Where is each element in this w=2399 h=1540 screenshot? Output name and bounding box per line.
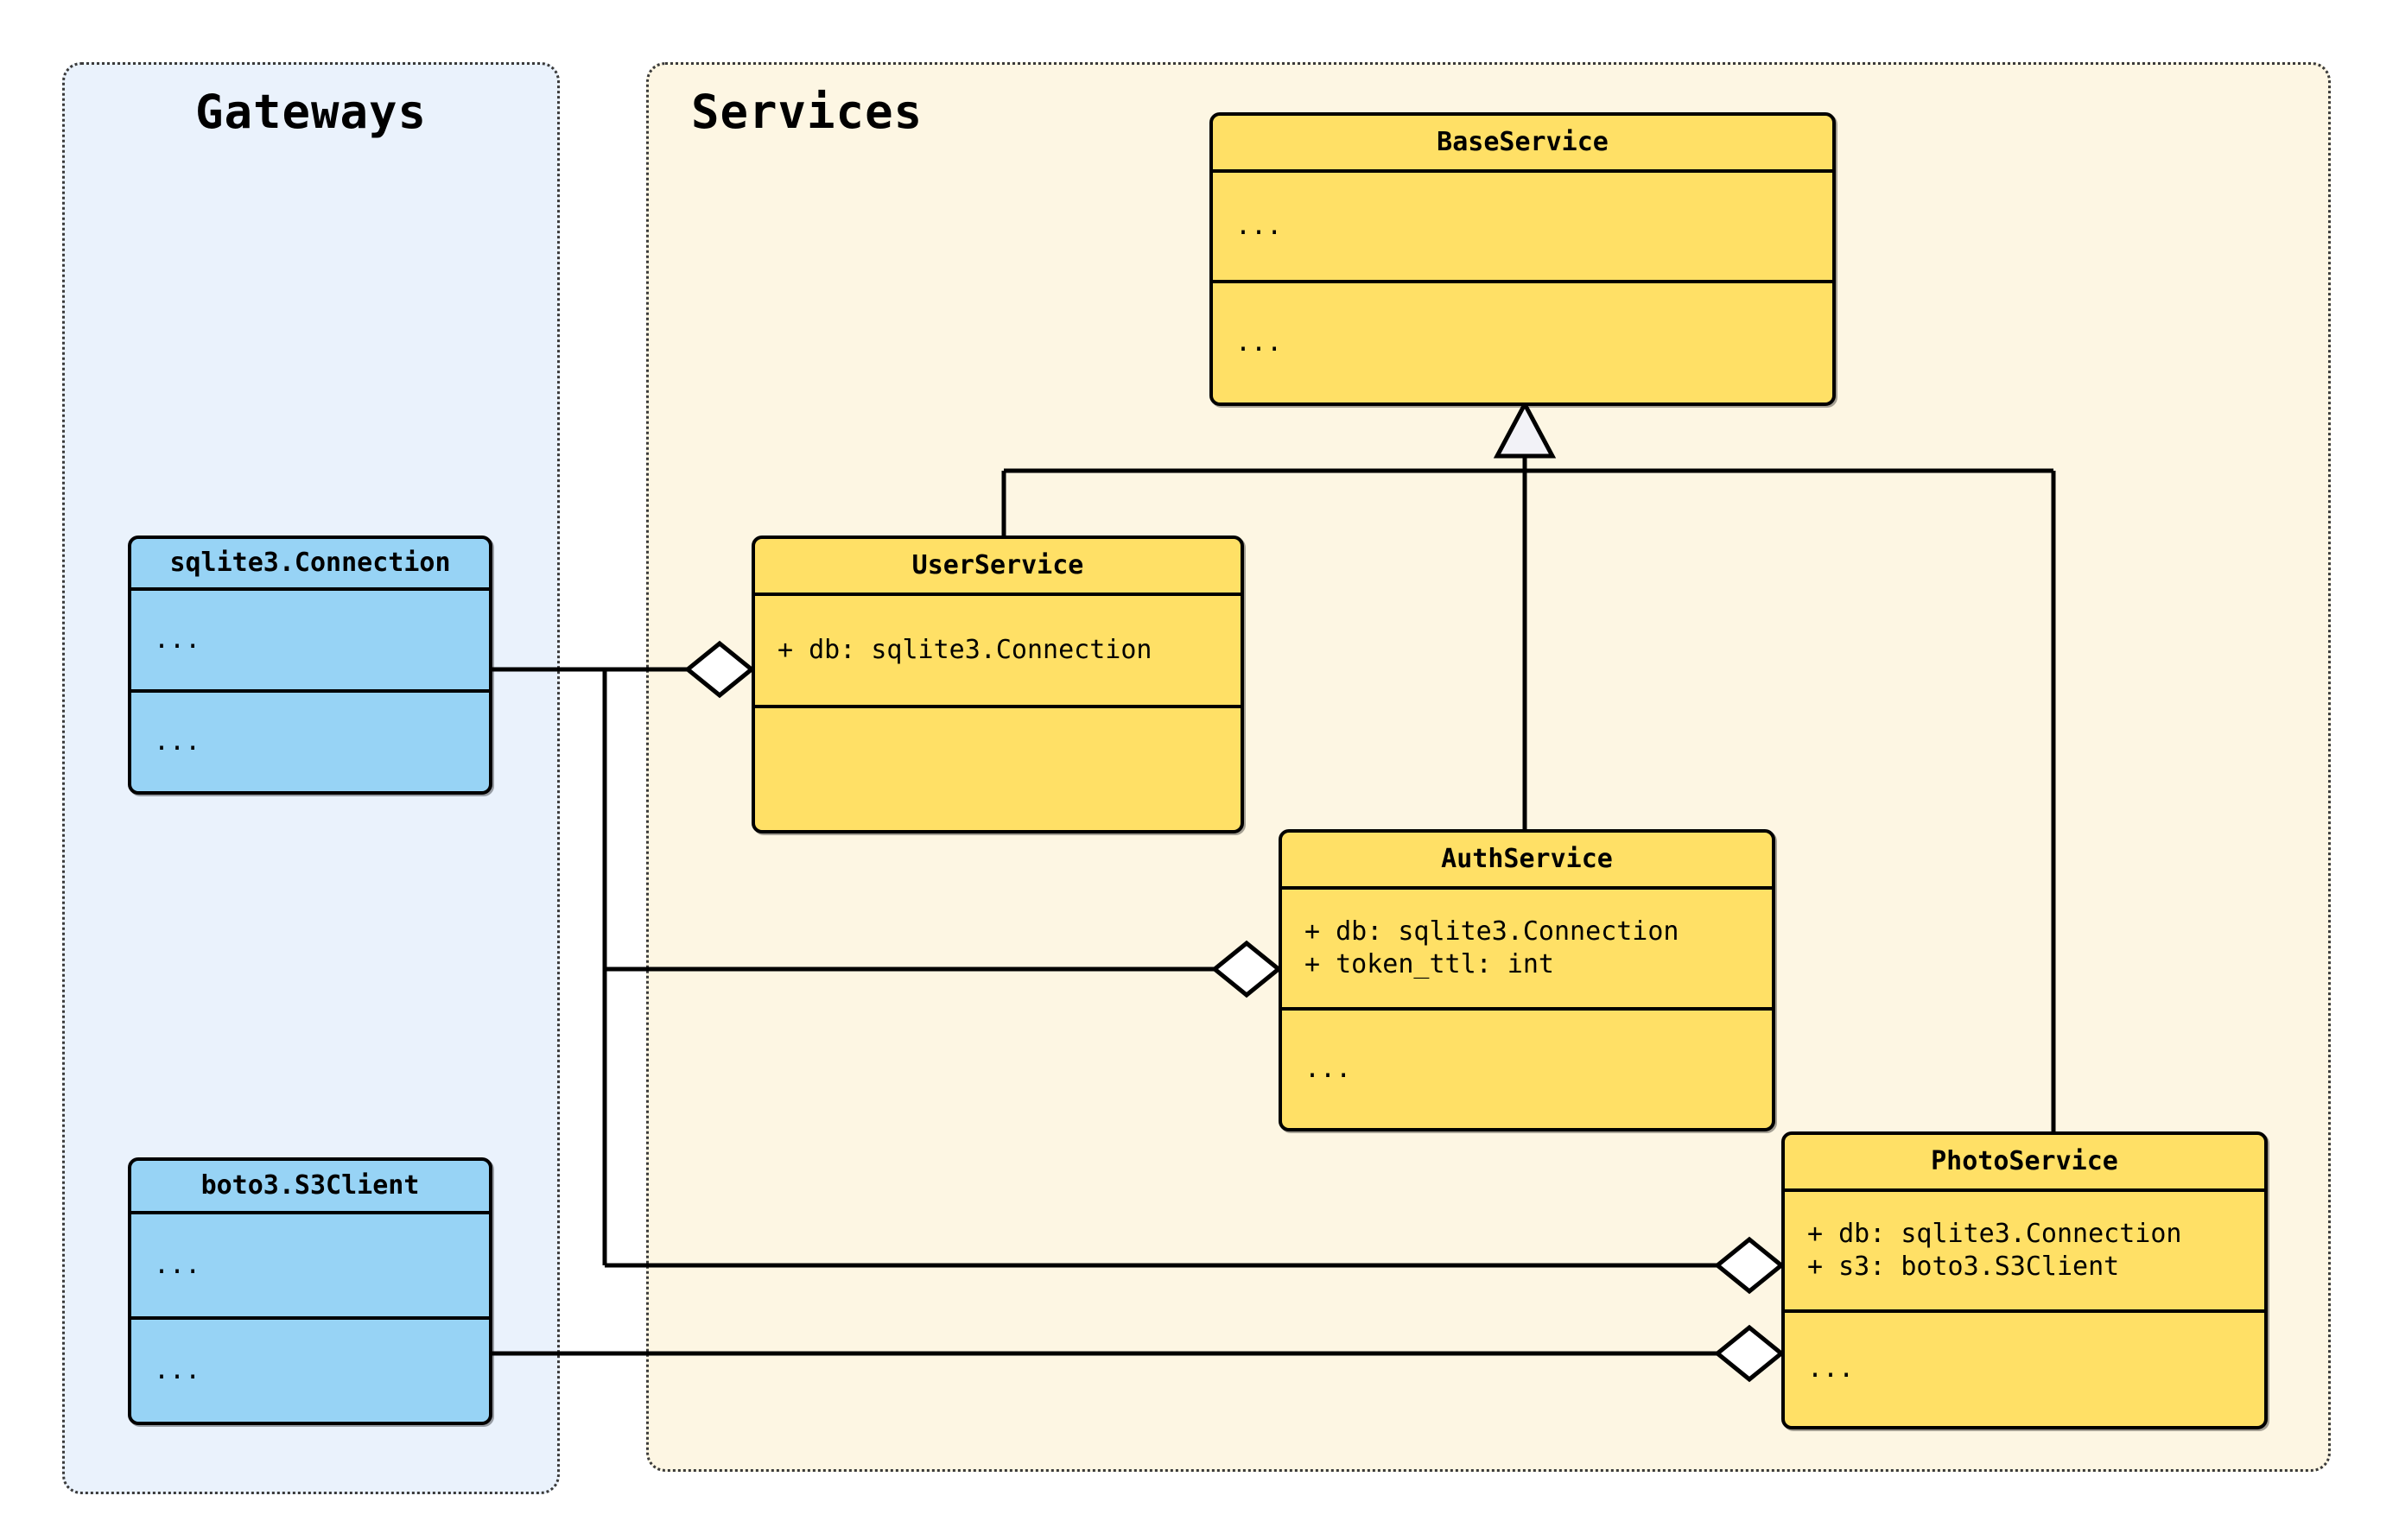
class-title-sqlite-connection: sqlite3.Connection — [169, 547, 451, 578]
class-box-base-service[interactable]: BaseService ... ... — [1209, 112, 1836, 406]
class-box-sqlite-connection[interactable]: sqlite3.Connection ... ... — [128, 536, 492, 795]
class-methods-photo-service: ... — [1785, 1309, 2264, 1426]
class-methods-s3-client: ... — [131, 1316, 489, 1422]
class-title-photo-service: PhotoService — [1931, 1145, 2118, 1176]
class-attributes-sqlite-connection: ... — [131, 587, 489, 689]
class-title-base-service: BaseService — [1437, 126, 1609, 157]
class-box-photo-service[interactable]: PhotoService + db: sqlite3.Connection + … — [1781, 1131, 2268, 1429]
class-box-user-service[interactable]: UserService + db: sqlite3.Connection — [752, 536, 1244, 833]
class-box-s3-client[interactable]: boto3.S3Client ... ... — [128, 1157, 492, 1425]
class-methods-auth-service: ... — [1282, 1007, 1772, 1128]
class-methods-base-service: ... — [1213, 280, 1832, 402]
class-title-auth-service: AuthService — [1441, 843, 1613, 874]
package-gateways-title: Gateways — [194, 85, 428, 139]
class-attributes-photo-service: + db: sqlite3.Connection + s3: boto3.S3C… — [1785, 1188, 2264, 1309]
class-methods-user-service — [755, 705, 1241, 830]
class-attributes-s3-client: ... — [131, 1211, 489, 1316]
class-attributes-base-service: ... — [1213, 169, 1832, 280]
class-title-user-service: UserService — [911, 549, 1084, 580]
package-services-title: Services — [691, 85, 923, 139]
class-methods-sqlite-connection: ... — [131, 689, 489, 791]
class-box-auth-service[interactable]: AuthService + db: sqlite3.Connection + t… — [1279, 829, 1775, 1131]
class-attributes-auth-service: + db: sqlite3.Connection + token_ttl: in… — [1282, 886, 1772, 1007]
class-attributes-user-service: + db: sqlite3.Connection — [755, 593, 1241, 705]
class-title-s3-client: boto3.S3Client — [200, 1169, 420, 1201]
